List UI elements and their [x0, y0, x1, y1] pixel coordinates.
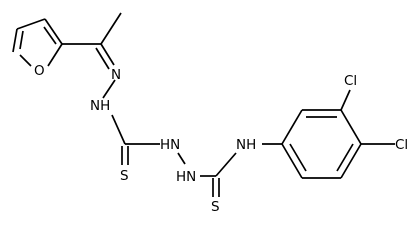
chloro-meta-label: Cl — [344, 73, 357, 89]
bond-hn-hn — [177, 152, 186, 165]
bond-c4-c5 — [44, 18, 63, 45]
anilide-nh-label: NH — [236, 137, 256, 153]
bond-ar-c4-c5-inner — [336, 143, 354, 172]
hydrazide-nh-label: HN — [160, 137, 180, 153]
bond-methyl — [100, 12, 122, 45]
bond-nh-c — [111, 114, 126, 145]
bond-ar-c6-c1-inner — [289, 143, 307, 172]
bond-ar-c1-c2 — [281, 109, 303, 145]
hydrazide-nh2-label: HN — [176, 169, 196, 185]
hydrazone-nh-label: NH — [90, 98, 110, 114]
bond-n-nh — [102, 79, 116, 99]
bond-c-n-double-2 — [95, 47, 110, 70]
bond-c5-o — [47, 43, 63, 67]
bonds — [12, 12, 395, 197]
chloro-para-label: Cl — [395, 137, 408, 153]
bond-c2-c3-double — [19, 30, 24, 50]
bond-ar-c4-c5 — [340, 143, 362, 179]
hydrazone-nitrogen-label: N — [111, 67, 121, 83]
bond-ar-c6-c1 — [281, 143, 303, 179]
bond-o-c2 — [19, 54, 32, 67]
molecule-diagram: O N NH S HN HN NH S Cl Cl — [12, 12, 408, 215]
bond-ar-c3-c4 — [340, 109, 362, 145]
bond-c-cl-meta — [340, 89, 351, 111]
bond-c3-c4 — [16, 18, 46, 30]
bond-c4-c5-double — [43, 26, 57, 45]
bond-c-n-double-1 — [100, 43, 115, 66]
bond-c-nh2 — [215, 152, 237, 177]
bond-c2-c3 — [12, 28, 18, 53]
atom-labels: O N NH S HN HN NH S Cl Cl — [34, 63, 408, 215]
furan-oxygen-label: O — [34, 63, 45, 79]
thiourea2-sulfur-label: S — [211, 199, 220, 215]
thiourea1-sulfur-label: S — [120, 168, 129, 184]
